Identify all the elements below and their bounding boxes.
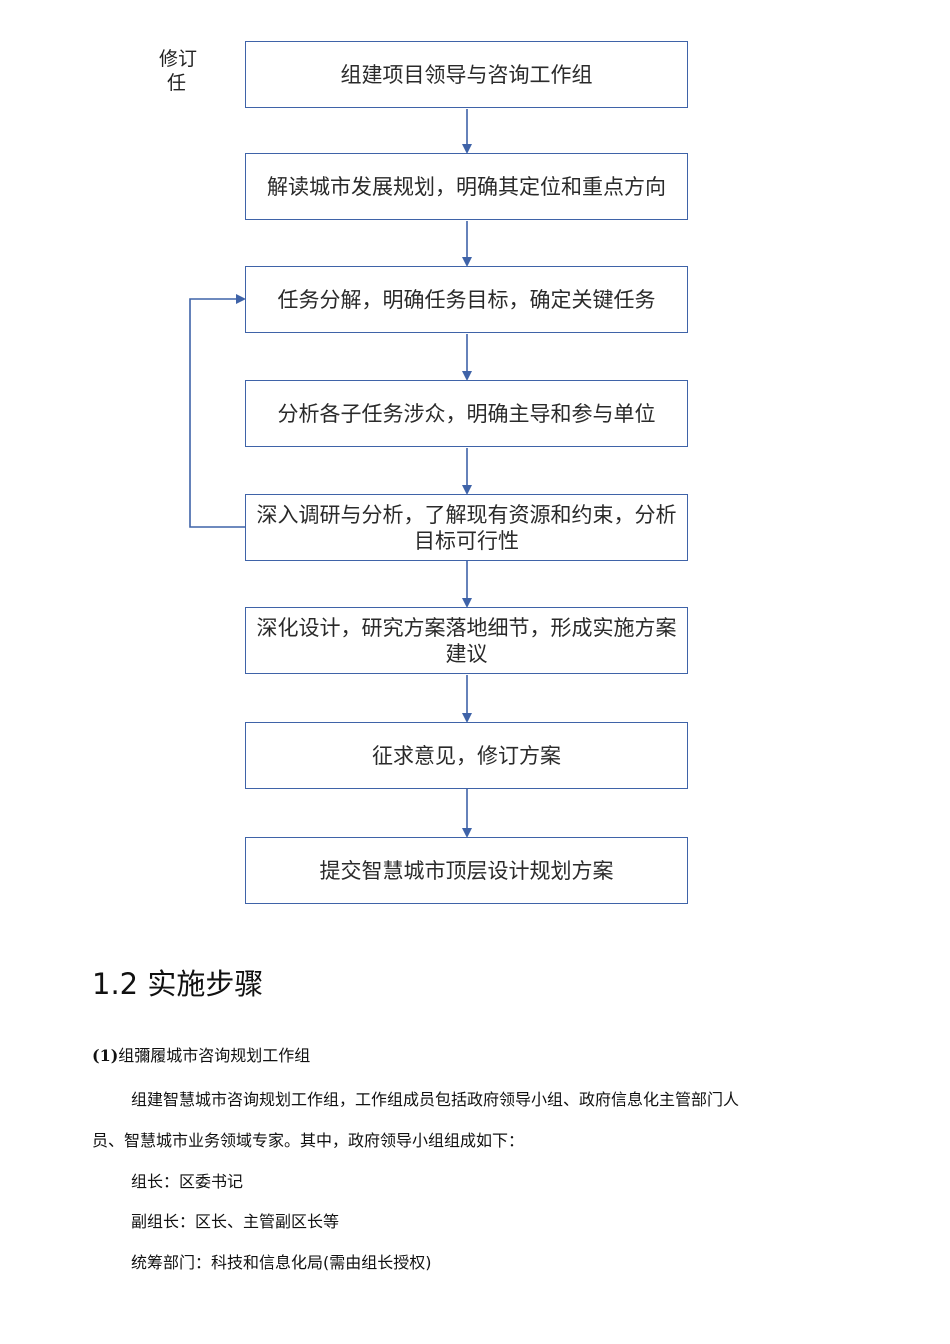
feedback-loop-arrow: [189, 294, 246, 528]
flow-step-8-text: 提交智慧城市顶层设计规划方案: [319, 858, 614, 883]
stray-text-1: 修订: [159, 48, 198, 70]
flow-step-3-text: 任务分解，明确任务目标，确定关键任务: [277, 287, 656, 312]
flow-step-2: 解读城市发展规划，明确其定位和重点方向: [245, 153, 688, 220]
deputy-line: 副组长：区长、主管副区长等: [131, 1212, 340, 1231]
flow-step-6-text: 深化设计，研究方案落地细节，形成实施方案建议: [256, 615, 677, 666]
flow-step-3: 任务分解，明确任务目标，确定关键任务: [245, 266, 688, 333]
section-heading: 1.2 实施步骤: [92, 967, 264, 1001]
sub-heading-text: 组彌履城市咨询规划工作组: [118, 1046, 311, 1065]
flow-step-8: 提交智慧城市顶层设计规划方案: [245, 837, 688, 904]
sub-heading: (1)组彌履城市咨询规划工作组: [92, 1045, 310, 1067]
paragraph-line-2: 员、智慧城市业务领域专家。其中，政府领导小组组成如下：: [92, 1131, 525, 1150]
flow-step-1: 组建项目领导与咨询工作组: [245, 41, 688, 108]
flow-step-2-text: 解读城市发展规划，明确其定位和重点方向: [267, 174, 666, 199]
flow-step-4: 分析各子任务涉众，明确主导和参与单位: [245, 380, 688, 447]
flow-step-7: 征求意见，修订方案: [245, 722, 688, 789]
sub-heading-number: (1): [92, 1046, 119, 1065]
flow-step-4-text: 分析各子任务涉众，明确主导和参与单位: [277, 401, 656, 426]
flowchart-connectors: [189, 109, 472, 838]
paragraph-line-1: 组建智慧城市咨询规划工作组，工作组成员包括政府领导小组、政府信息化主管部门人: [131, 1090, 740, 1109]
flow-step-6: 深化设计，研究方案落地细节，形成实施方案建议: [245, 607, 688, 674]
flow-step-7-text: 征求意见，修订方案: [372, 743, 561, 768]
flow-step-5-text: 深入调研与分析，了解现有资源和约束，分析目标可行性: [256, 502, 677, 553]
leader-line: 组长：区委书记: [131, 1172, 244, 1191]
flow-step-5: 深入调研与分析，了解现有资源和约束，分析目标可行性: [245, 494, 688, 561]
flow-step-1-text: 组建项目领导与咨询工作组: [340, 62, 593, 87]
stray-text-2: 任: [167, 72, 187, 94]
coordination-line: 统筹部门：科技和信息化局(需由组长授权): [131, 1253, 432, 1272]
